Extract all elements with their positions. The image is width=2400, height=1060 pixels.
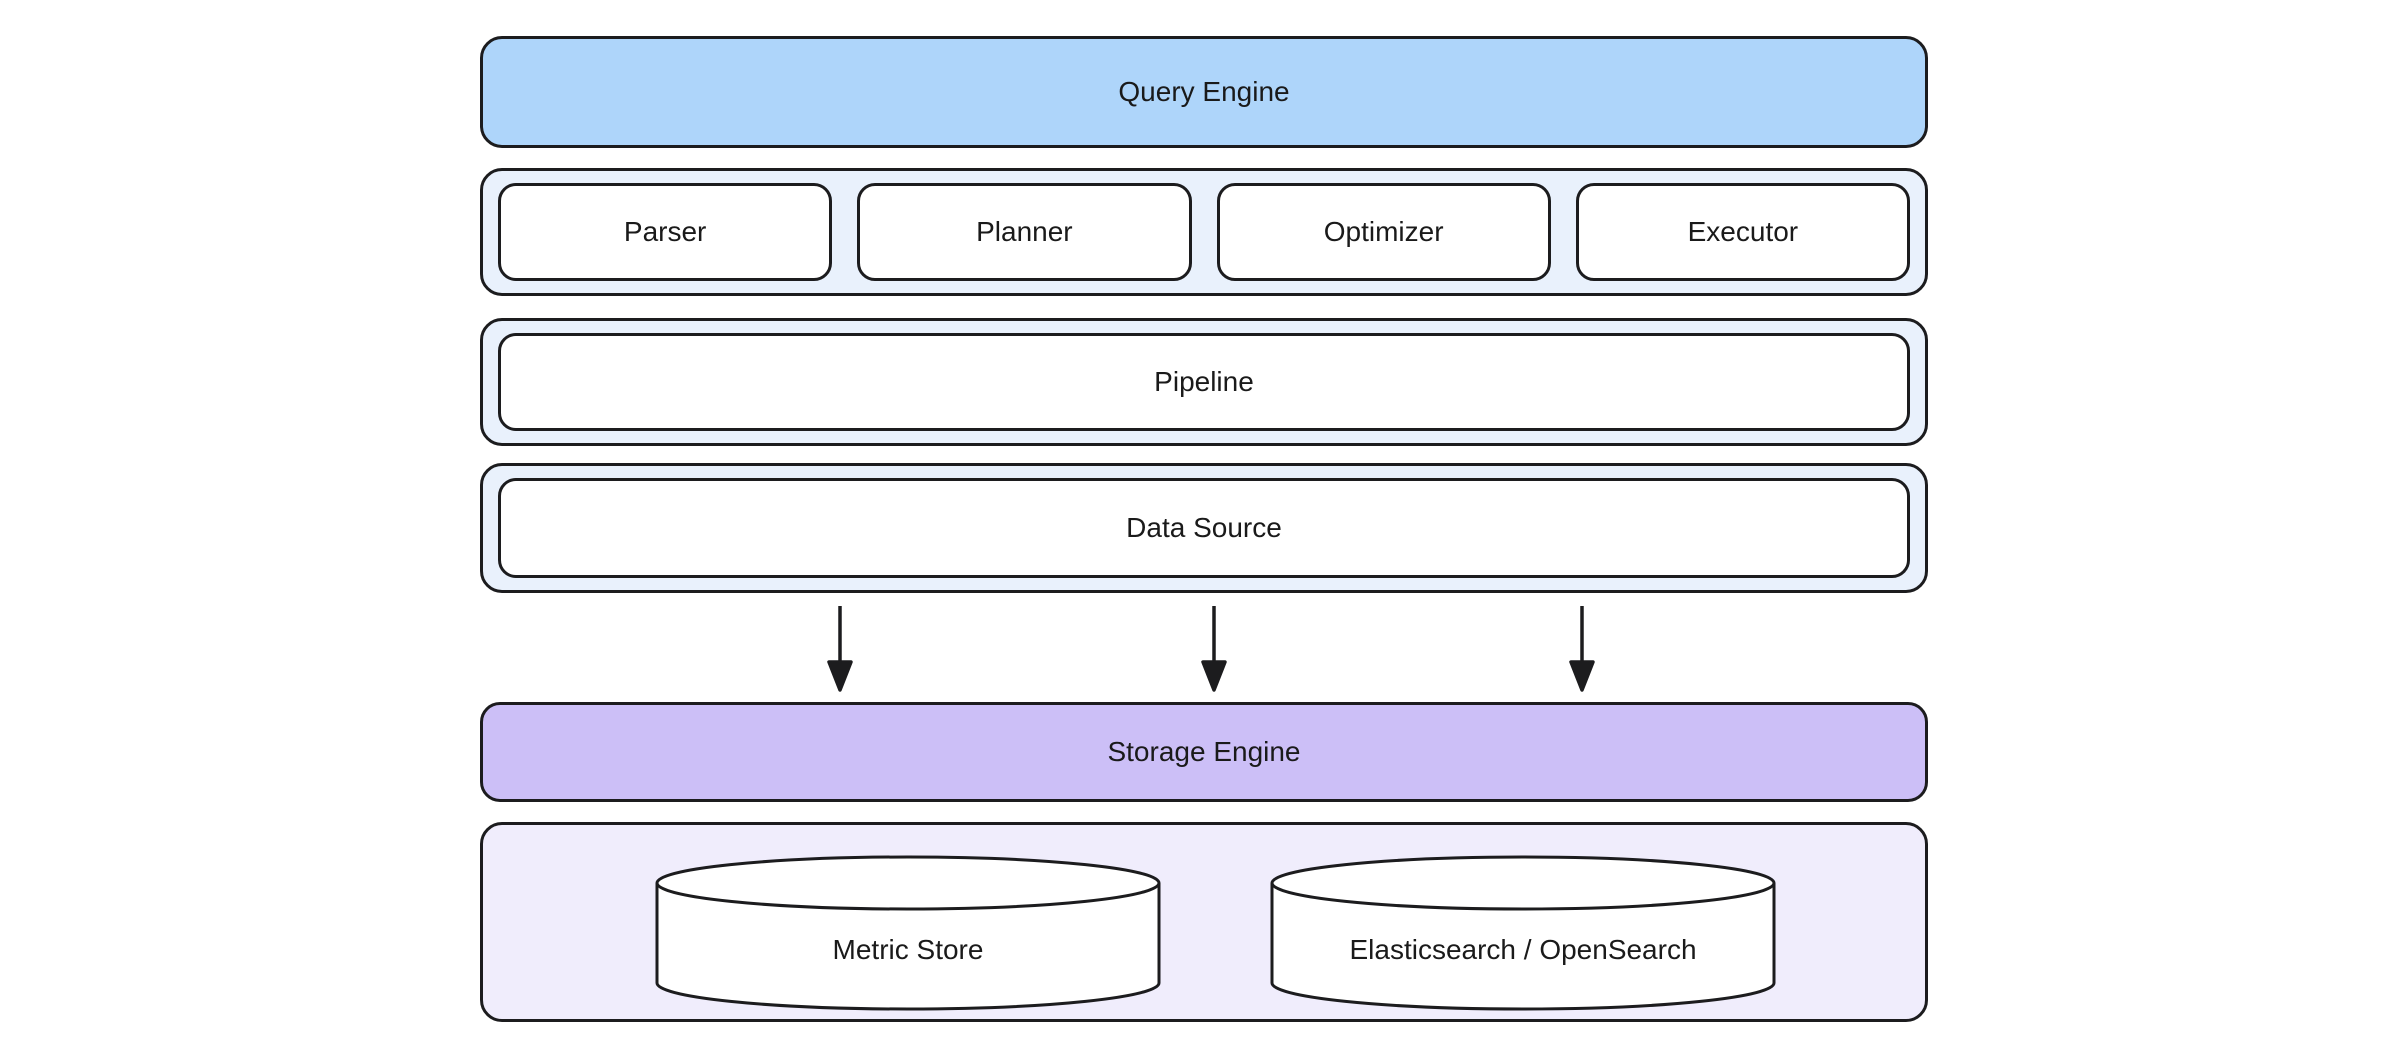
optimizer-box: Optimizer bbox=[1216, 183, 1551, 281]
metric-store-label: Metric Store bbox=[832, 934, 984, 966]
storage-engine-label: Storage Engine bbox=[1107, 736, 1301, 768]
database-cylinder-icon bbox=[1270, 855, 1776, 1011]
pipeline-label: Pipeline bbox=[1154, 366, 1254, 398]
optimizer-label: Optimizer bbox=[1323, 216, 1444, 248]
metric-store-label-wrap: Metric Store bbox=[653, 920, 1163, 980]
storage-engine-box: Storage Engine bbox=[480, 702, 1928, 802]
pipeline-box: Pipeline bbox=[498, 333, 1910, 431]
data-source-label: Data Source bbox=[1126, 512, 1282, 544]
pipeline-container: Pipeline bbox=[480, 318, 1928, 446]
data-source-container: Data Source bbox=[480, 463, 1928, 593]
planner-label: Planner bbox=[976, 216, 1073, 248]
query-engine-box: Query Engine bbox=[480, 36, 1928, 148]
parser-label: Parser bbox=[623, 216, 707, 248]
elasticsearch-opensearch-label-wrap: Elasticsearch / OpenSearch bbox=[1268, 920, 1778, 980]
flow-arrows bbox=[480, 600, 1928, 705]
database-cylinder-icon bbox=[655, 855, 1161, 1011]
arrow-down-icon bbox=[827, 606, 853, 692]
arrow-down-icon bbox=[1569, 606, 1595, 692]
metric-store-cylinder bbox=[653, 853, 1163, 1013]
executor-label: Executor bbox=[1687, 216, 1799, 248]
query-components-container: Parser Planner Optimizer Executor bbox=[480, 168, 1928, 296]
elasticsearch-opensearch-cylinder bbox=[1268, 853, 1778, 1013]
elasticsearch-opensearch-label: Elasticsearch / OpenSearch bbox=[1349, 934, 1697, 966]
planner-box: Planner bbox=[857, 183, 1192, 281]
query-engine-label: Query Engine bbox=[1118, 76, 1290, 108]
parser-box: Parser bbox=[498, 183, 833, 281]
arrow-down-icon-group bbox=[827, 606, 1595, 692]
data-source-box: Data Source bbox=[498, 478, 1910, 578]
arrow-down-icon bbox=[1201, 606, 1227, 692]
executor-box: Executor bbox=[1575, 183, 1910, 281]
